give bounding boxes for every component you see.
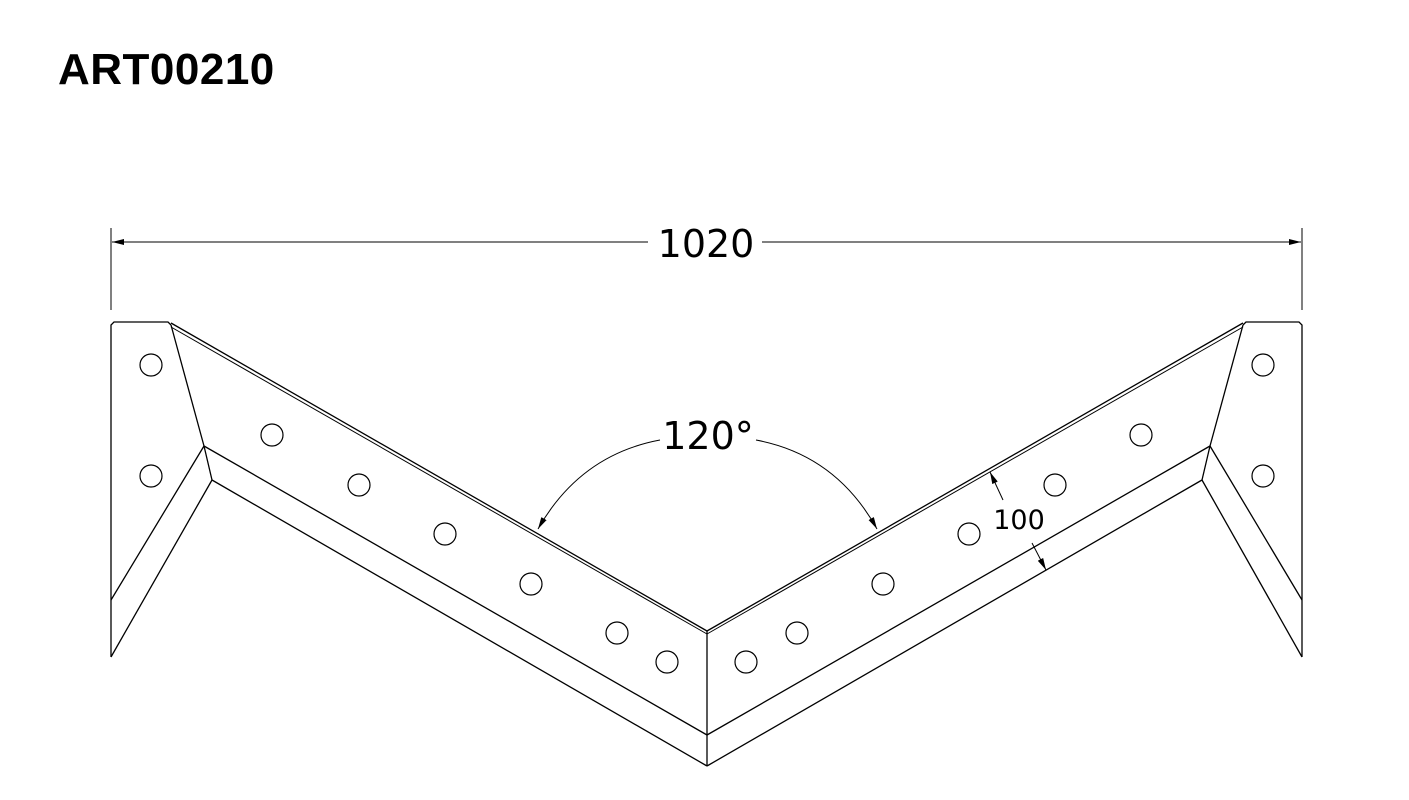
- left-arm-bottom-edge: [211, 479, 708, 767]
- angle-arc-left: [537, 439, 661, 530]
- hole: [1251, 353, 1275, 377]
- hole: [139, 464, 163, 488]
- right-flange-outline: [1242, 321, 1303, 657]
- overall-width-dimension: 1020: [110, 222, 1303, 310]
- mounting-holes: [139, 353, 1275, 674]
- height-label: 100: [993, 505, 1045, 536]
- hole: [519, 572, 543, 596]
- bracket-outline: [110, 321, 1303, 767]
- hole: [957, 522, 981, 546]
- hole: [1129, 423, 1153, 447]
- height-arrow-bottom: [1031, 542, 1047, 571]
- right-arm-top-edge: [706, 322, 1244, 632]
- left-flange-bottom-edge: [110, 479, 213, 658]
- left-flange-outline: [110, 321, 172, 657]
- hole: [433, 522, 457, 546]
- hole: [1043, 473, 1067, 497]
- hole: [785, 621, 809, 645]
- hole: [734, 650, 758, 674]
- hole: [1251, 464, 1275, 488]
- right-arm-top-edge-inner: [706, 326, 1244, 635]
- part-number-title: ART00210: [58, 45, 275, 94]
- right-flange-edge: [1209, 445, 1303, 601]
- angle-arc-right: [755, 439, 878, 530]
- hole: [605, 621, 629, 645]
- right-flange-corner: [1201, 445, 1211, 481]
- angle-dimension: 120°: [537, 414, 878, 530]
- right-flange-bend: [1209, 324, 1244, 447]
- overall-width-label: 1020: [658, 222, 755, 266]
- hole: [260, 423, 284, 447]
- right-arm-bottom-edge: [706, 479, 1203, 767]
- left-flange-edge: [110, 445, 205, 601]
- flange-height-dimension: 100: [989, 471, 1047, 571]
- left-flange-corner: [203, 445, 213, 481]
- hole: [347, 473, 371, 497]
- hole: [871, 572, 895, 596]
- angle-label: 120°: [662, 414, 754, 458]
- right-arm-bend-line: [706, 445, 1211, 736]
- height-arrow-top: [989, 471, 1004, 501]
- hole: [139, 353, 163, 377]
- left-arm-bend-line: [203, 445, 708, 736]
- left-arm-top-edge-inner: [170, 326, 708, 635]
- left-flange-bend: [170, 324, 205, 447]
- left-arm-top-edge: [170, 322, 708, 632]
- right-flange-bottom-edge: [1201, 479, 1303, 658]
- hole: [655, 650, 679, 674]
